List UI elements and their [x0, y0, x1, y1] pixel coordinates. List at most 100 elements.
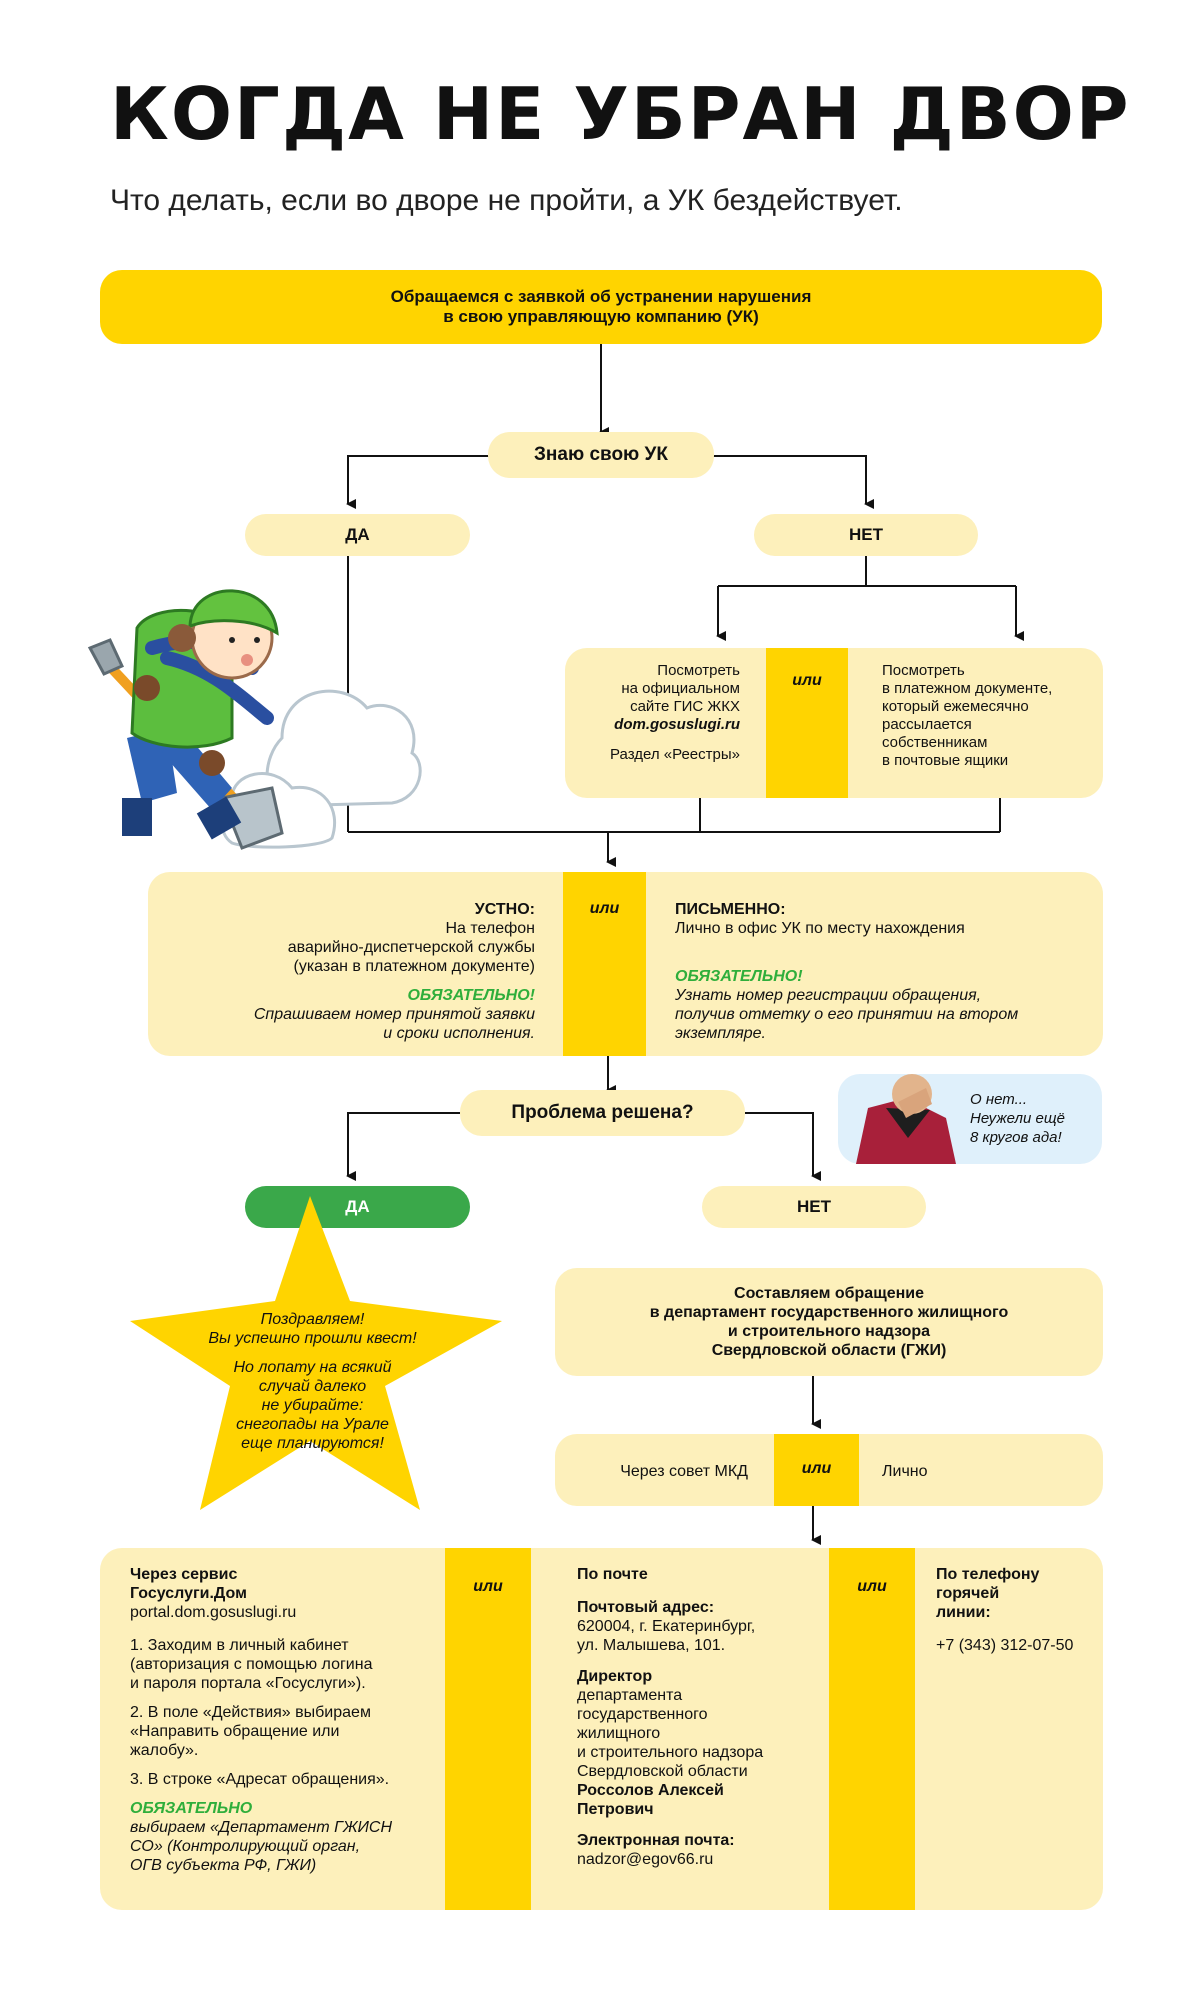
or-divider	[766, 648, 848, 798]
channel-post: По почте Почтовый адрес: 620004, г. Екат…	[577, 1565, 822, 1869]
oral-line: (указан в платежном документе)	[293, 958, 536, 975]
post-address: ул. Малышева, 101.	[577, 1637, 726, 1654]
director-dept: жилищного	[577, 1725, 661, 1742]
final-channels-box	[100, 1548, 1103, 1910]
gosuslugi-title: Через сервис	[130, 1566, 238, 1583]
star-line: Поздравляем!	[260, 1311, 365, 1328]
written-required-label: ОБЯЗАТЕЛЬНО!	[675, 968, 803, 985]
find-gis-section: Раздел «Реестры»	[610, 746, 740, 763]
or-divider	[774, 1434, 859, 1506]
step-request-uk: Обращаемся с заявкой об устранении наруш…	[100, 270, 1102, 344]
director-name: Петрович	[577, 1801, 654, 1818]
contact-written: ПИСЬМЕННО: Лично в офис УК по месту нахо…	[675, 900, 1095, 1043]
find-gis-line: на официальном	[621, 680, 740, 697]
gosuslugi-portal-link: portal.dom.gosuslugi.ru	[130, 1604, 297, 1621]
gzhi-line: в департамент государственного жилищного	[649, 1304, 1009, 1321]
gzhi-line: Составляем обращение	[734, 1285, 924, 1302]
gosuslugi-step: жалобу».	[130, 1742, 199, 1759]
hotline-title: линии:	[936, 1604, 991, 1621]
star-line: Вы успешно прошли квест!	[208, 1330, 417, 1347]
step-gzhi-appeal: Составляем обращение в департамент госуд…	[555, 1268, 1103, 1376]
star-line: не убирайте:	[261, 1397, 364, 1414]
director-dept: Свердловской области	[577, 1763, 748, 1780]
bubble-line: Неужели ещё	[970, 1110, 1065, 1127]
channel-hotline: По телефону горячей линии: +7 (343) 312-…	[936, 1565, 1096, 1655]
answer-yes-box: ДА	[245, 514, 470, 556]
or-divider	[445, 1548, 531, 1910]
bubble-line: О нет...	[970, 1091, 1028, 1108]
oral-note: Спрашиваем номер принятой заявки	[253, 1006, 535, 1023]
facepalm-text: О нет... Неужели ещё 8 кругов ада!	[970, 1090, 1098, 1147]
page-subtitle: Что делать, если во дворе не пройти, а У…	[110, 184, 903, 217]
or-label: или	[792, 672, 822, 689]
step-request-line: в свою управляющую компанию (УК)	[443, 307, 759, 326]
bubble-line: 8 кругов ада!	[970, 1129, 1062, 1146]
find-bill-line: рассылается	[882, 716, 972, 733]
gosuslugi-step: 3. В строке «Адресат обращения».	[130, 1771, 390, 1788]
facepalm-icon	[856, 1074, 956, 1164]
oral-line: На телефон	[445, 920, 535, 937]
gosuslugi-step: «Направить обращение или	[130, 1723, 340, 1740]
gosuslugi-required-note: СО» (Контролирующий орган,	[130, 1838, 361, 1855]
answer-no-box: НЕТ	[702, 1186, 926, 1228]
email-title: Электронная почта:	[577, 1832, 735, 1849]
channel-gosuslugi: Через сервис Госуслуги.Дом portal.dom.go…	[130, 1565, 440, 1875]
gosuslugi-step: 1. Заходим в личный кабинет	[130, 1637, 349, 1654]
find-bill-line: в почтовые ящики	[882, 752, 1009, 769]
written-title: ПИСЬМЕННО:	[675, 901, 786, 918]
find-bill-line: в платежном документе,	[882, 680, 1053, 697]
written-note: получив отметку о его принятии на втором	[675, 1006, 1019, 1023]
contact-oral: УСТНО: На телефон аварийно-диспетчерской…	[160, 900, 535, 1043]
oral-required-label: ОБЯЗАТЕЛЬНО!	[407, 987, 535, 1004]
oral-title: УСТНО:	[474, 901, 535, 918]
answer-no-box: НЕТ	[754, 514, 978, 556]
gosuslugi-step: и пароля портала «Госуслуги»).	[130, 1675, 366, 1692]
step-request-line: Обращаемся с заявкой об устранении наруш…	[390, 287, 812, 306]
hotline-title: горячей	[936, 1585, 1000, 1602]
or-label: или	[857, 1578, 887, 1595]
post-address-title: Почтовый адрес:	[577, 1599, 715, 1616]
star-message: Поздравляем! Вы успешно прошли квест! Но…	[190, 1310, 435, 1453]
gzhi-line: и строительного надзора	[727, 1323, 931, 1340]
star-line: Но лопату на всякий	[233, 1359, 392, 1376]
shoveling-person-illustration	[87, 589, 422, 850]
gosuslugi-required-note: ОГВ субъекта РФ, ГЖИ)	[130, 1857, 317, 1874]
written-note: экземпляре.	[675, 1025, 766, 1042]
question-know-uk: Знаю свою УК	[488, 432, 714, 478]
find-option-bill: Посмотреть в платежном документе, которы…	[882, 662, 1097, 770]
find-bill-line: собственникам	[882, 734, 988, 751]
or-label: или	[801, 1460, 832, 1477]
hotline-title: По телефону	[936, 1566, 1040, 1583]
director-title: Директор	[577, 1668, 653, 1685]
director-name: Россолов Алексей	[577, 1782, 724, 1799]
gosuslugi-required-note: выбираем «Департамент ГЖИСН	[130, 1819, 393, 1836]
find-bill-line: который ежемесячно	[882, 698, 1029, 715]
find-option-gis: Посмотреть на официальном сайте ГИС ЖКХ …	[565, 662, 740, 764]
via-personally: Лично	[882, 1463, 928, 1480]
gosuslugi-title: Госуслуги.Дом	[130, 1585, 247, 1602]
star-icon	[130, 1196, 502, 1510]
or-divider	[829, 1548, 915, 1910]
written-line: Лично в офис УК по месту нахождения	[675, 920, 965, 937]
or-label: или	[473, 1578, 503, 1595]
post-address: 620004, г. Екатеринбург,	[577, 1618, 756, 1635]
or-divider	[563, 872, 646, 1056]
oral-line: аварийно-диспетчерской службы	[287, 939, 535, 956]
director-dept: департамента	[577, 1687, 683, 1704]
page-title: КОГДА НЕ УБРАН ДВОР	[110, 72, 1131, 156]
star-line: еще планируются!	[241, 1435, 384, 1452]
find-gis-line: Посмотреть	[657, 662, 740, 679]
find-gis-line: сайте ГИС ЖКХ	[630, 698, 740, 715]
gzhi-line: Свердловской области (ГЖИ)	[711, 1342, 947, 1359]
find-bill-line: Посмотреть	[882, 662, 965, 679]
gosuslugi-step: 2. В поле «Действия» выбираем	[130, 1704, 371, 1721]
answer-yes-box: ДА	[245, 1186, 470, 1228]
star-line: случай далеко	[258, 1378, 367, 1395]
email-address: nadzor@egov66.ru	[577, 1851, 714, 1868]
director-dept: и строительного надзора	[577, 1744, 764, 1761]
gosuslugi-required-label: ОБЯЗАТЕЛЬНО	[130, 1800, 253, 1817]
post-title: По почте	[577, 1566, 648, 1583]
star-line: снегопады на Урале	[236, 1416, 389, 1433]
question-problem-solved: Проблема решена?	[460, 1090, 745, 1136]
or-label: или	[589, 900, 620, 917]
